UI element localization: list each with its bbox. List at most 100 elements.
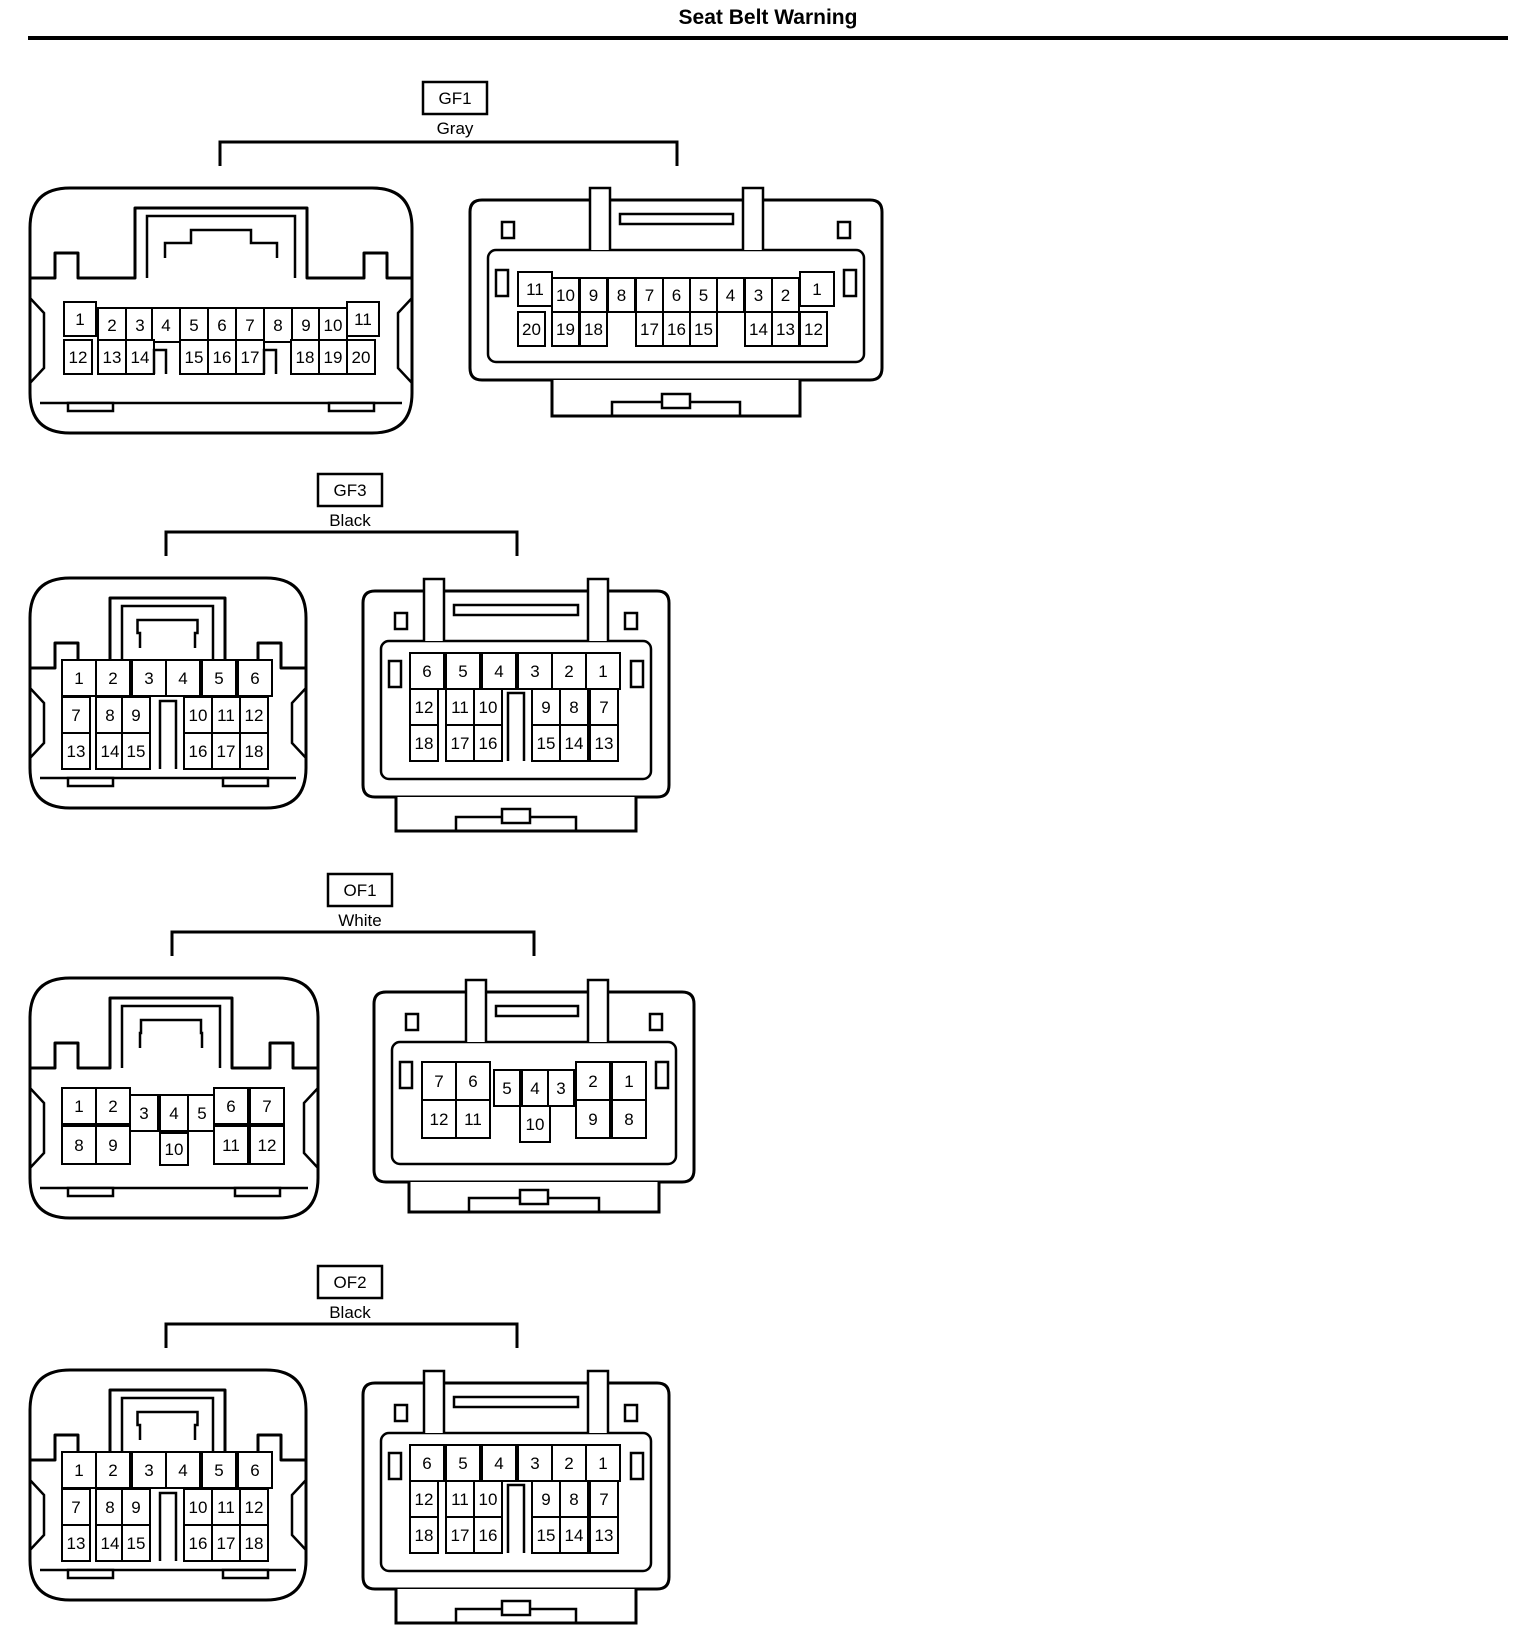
latch-frame: [120, 1004, 222, 1068]
top-rib-right: [586, 577, 610, 641]
pin-cell: [547, 1069, 575, 1107]
pin-cell: [121, 1524, 151, 1562]
key-right: [629, 1451, 645, 1481]
pin-number: 12: [804, 320, 823, 339]
pin-number: 3: [556, 1079, 565, 1098]
slot-right: [623, 611, 639, 631]
pin-number: 10: [526, 1115, 545, 1134]
pin-number: 10: [479, 698, 498, 717]
slot-left: [500, 220, 516, 240]
pin-cell: [211, 1524, 241, 1562]
bottom-foot-right: [233, 1186, 282, 1198]
pin-number: 16: [479, 734, 498, 753]
pin-cell: [63, 301, 97, 337]
pin-cell: [201, 1451, 237, 1489]
male-inner-wall: [390, 1040, 678, 1166]
slot-left: [393, 611, 409, 631]
pin-cell: [239, 696, 269, 734]
pin-cell: [409, 688, 439, 726]
pin-number: 9: [108, 1136, 117, 1155]
side-groove-left: [29, 1087, 46, 1169]
pin-number: 13: [103, 348, 122, 367]
pin-number: 13: [67, 742, 86, 761]
pin-number: 13: [776, 320, 795, 339]
pin-number: 19: [324, 348, 343, 367]
pin-number: 14: [565, 1526, 584, 1545]
pin-number: 4: [178, 669, 187, 688]
pin-cell: [551, 652, 587, 690]
pin-number: 18: [415, 1526, 434, 1545]
pin-cell: [517, 311, 546, 347]
bottom-foot-right: [221, 776, 270, 788]
pin-number: 11: [217, 1498, 235, 1517]
pin-cell: [213, 1125, 249, 1165]
bottom-foot-left: [66, 401, 115, 413]
pin-cell: [95, 1488, 125, 1526]
pin-cell: [159, 1094, 189, 1132]
pin-cell: [744, 311, 773, 347]
pin-number: 15: [127, 742, 146, 761]
pin-number: 17: [217, 742, 236, 761]
title-divider: [28, 36, 1508, 40]
pin-number: 1: [75, 310, 84, 329]
pin-cell: [445, 688, 475, 726]
pin-number: 8: [569, 698, 578, 717]
pin-number: 18: [296, 348, 315, 367]
pin-cell: [61, 1524, 91, 1562]
pin-number: 17: [640, 320, 659, 339]
top-rib-right: [586, 978, 610, 1042]
pin-cell: [151, 307, 181, 343]
connector-pair-bracket: [164, 530, 519, 556]
pin-number: 7: [434, 1072, 443, 1091]
pin-number: 5: [214, 1461, 223, 1480]
slot-left: [393, 1403, 409, 1423]
pin-cell: [799, 271, 835, 307]
pin-number: 7: [71, 706, 80, 725]
pin-number: 12: [430, 1110, 449, 1129]
pin-number: 9: [301, 316, 310, 335]
key-left: [387, 659, 403, 689]
key-right: [654, 1060, 670, 1090]
male-inner-wall: [379, 1431, 653, 1573]
pin-cell: [409, 1516, 439, 1554]
connector-pair-bracket: [170, 930, 536, 956]
pin-number: 12: [415, 698, 434, 717]
pin-number: 2: [108, 669, 117, 688]
side-groove-left: [29, 1479, 46, 1551]
side-groove-right: [290, 687, 307, 759]
pin-cell: [237, 659, 273, 697]
top-rib-left: [464, 978, 488, 1042]
pin-cell: [183, 696, 213, 734]
pin-number: 9: [131, 1498, 140, 1517]
side-groove-right: [396, 297, 413, 384]
pin-cell: [211, 732, 241, 770]
bottom-foot-right: [221, 1568, 270, 1580]
pin-cell: [589, 688, 619, 726]
slot-right: [836, 220, 852, 240]
connector-pair-bracket: [164, 1322, 519, 1348]
pin-number: 4: [178, 1461, 187, 1480]
pin-cell: [131, 1451, 167, 1489]
pin-cell: [607, 277, 636, 313]
pin-gap: [158, 1491, 178, 1561]
pin-number: 1: [598, 1454, 607, 1473]
pin-number: 6: [250, 669, 259, 688]
connector-id-box: [316, 472, 384, 508]
pin-number: 14: [101, 1534, 120, 1553]
pin-number: 5: [214, 669, 223, 688]
pin-number: 3: [530, 1454, 539, 1473]
pin-cell: [611, 1099, 647, 1139]
pin-number: 7: [262, 1097, 271, 1116]
connector-color: Gray: [437, 119, 474, 138]
pin-cell: [445, 1516, 475, 1554]
top-rib-right: [586, 1369, 610, 1433]
guide-bar: [494, 1004, 580, 1018]
pin-cell: [239, 1524, 269, 1562]
connector-color: Black: [329, 511, 371, 530]
side-groove-left: [29, 297, 46, 384]
